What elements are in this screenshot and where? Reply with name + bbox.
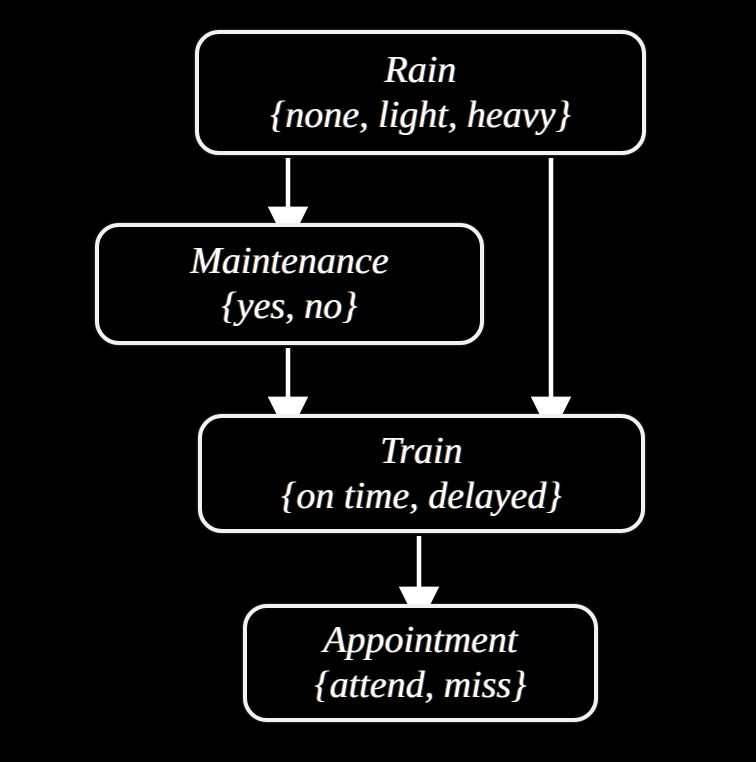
node-train[interactable]: Train {on time, delayed}	[198, 414, 645, 533]
node-maintenance[interactable]: Maintenance {yes, no}	[95, 223, 484, 345]
node-appointment[interactable]: Appointment {attend, miss}	[243, 604, 598, 722]
node-train-label: Train	[380, 429, 463, 472]
node-appointment-label: Appointment	[323, 619, 518, 662]
node-maintenance-label: Maintenance	[190, 240, 389, 283]
node-rain[interactable]: Rain {none, light, heavy}	[195, 30, 646, 155]
node-train-domain: {on time, delayed}	[281, 474, 562, 517]
node-rain-label: Rain	[384, 48, 457, 91]
node-rain-domain: {none, light, heavy}	[270, 93, 571, 136]
node-appointment-domain: {attend, miss}	[314, 664, 527, 706]
node-maintenance-domain: {yes, no}	[221, 285, 358, 327]
